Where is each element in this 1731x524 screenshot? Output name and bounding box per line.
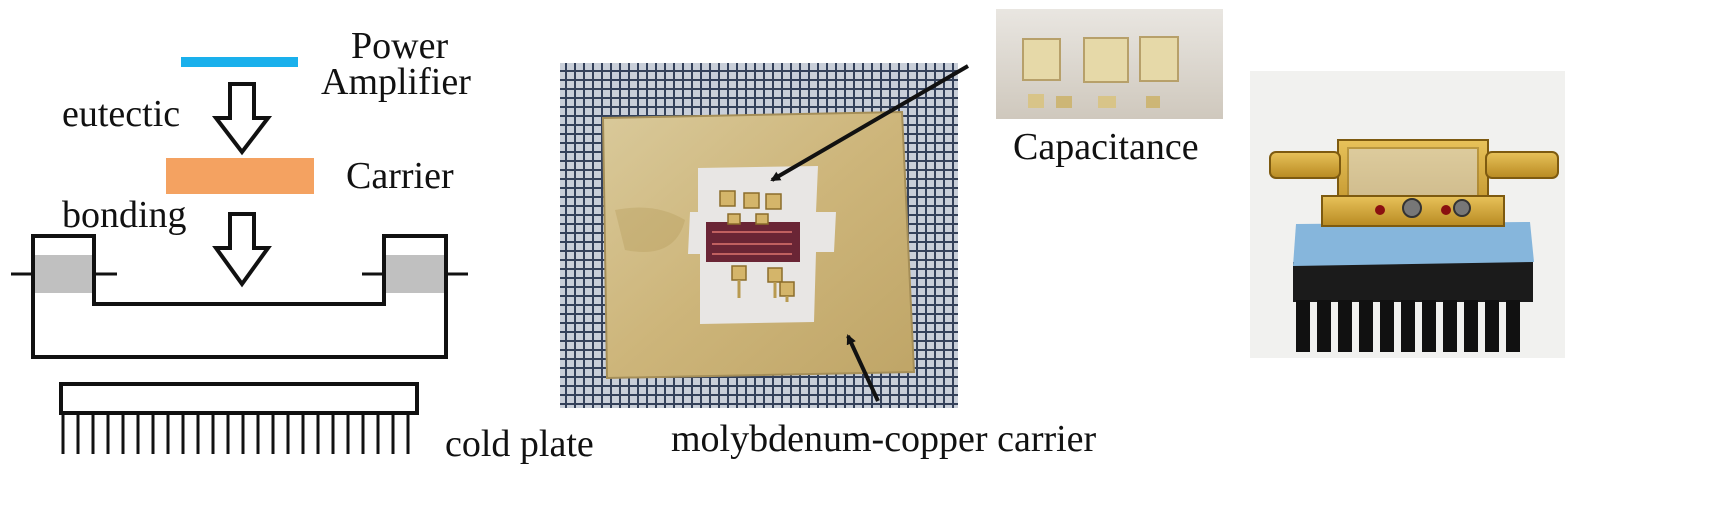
heatsink-fin xyxy=(1443,300,1457,352)
carrier-pointer-arrow xyxy=(846,334,880,402)
heatsink-fin xyxy=(1422,300,1436,352)
bonding-arrow-icon xyxy=(212,212,272,288)
heatsink-fin xyxy=(1359,300,1373,352)
cold-plate-drawing xyxy=(59,382,419,454)
capacitance-pointer-arrow xyxy=(770,64,970,182)
power-amplifier-bar xyxy=(181,57,298,67)
carrier-bar xyxy=(166,158,314,194)
assembly-schematic xyxy=(11,57,468,454)
carrier-photo xyxy=(560,63,958,408)
pa-die xyxy=(706,222,800,262)
bonding-label: bonding xyxy=(62,194,187,236)
housing-cross-section xyxy=(11,234,468,359)
molybdenum-copper-carrier-label: molybdenum-copper carrier xyxy=(671,418,1097,460)
eutectic-label: eutectic xyxy=(62,93,181,135)
heatsink-fin xyxy=(1296,300,1310,352)
capacitance-zoom-photo xyxy=(996,9,1223,119)
power-label-line2: Amplifier xyxy=(321,61,471,103)
heatsink-fin xyxy=(1464,300,1478,352)
fixture-photo xyxy=(1250,71,1565,358)
heatsink-fin xyxy=(1506,300,1520,352)
heatsink-fin xyxy=(1485,300,1499,352)
heatsink-fin xyxy=(1401,300,1415,352)
heatsink-fin xyxy=(1380,300,1394,352)
power-label-line1: Power xyxy=(351,25,449,67)
capacitance-label: Capacitance xyxy=(1013,126,1199,168)
capacitor-top-row xyxy=(719,190,782,225)
cold-plate-label: cold plate xyxy=(445,423,594,465)
carrier-label: Carrier xyxy=(346,155,454,197)
heatsink-fin xyxy=(1317,300,1331,352)
eutectic-arrow-icon xyxy=(211,82,273,156)
heatsink-fin xyxy=(1338,300,1352,352)
